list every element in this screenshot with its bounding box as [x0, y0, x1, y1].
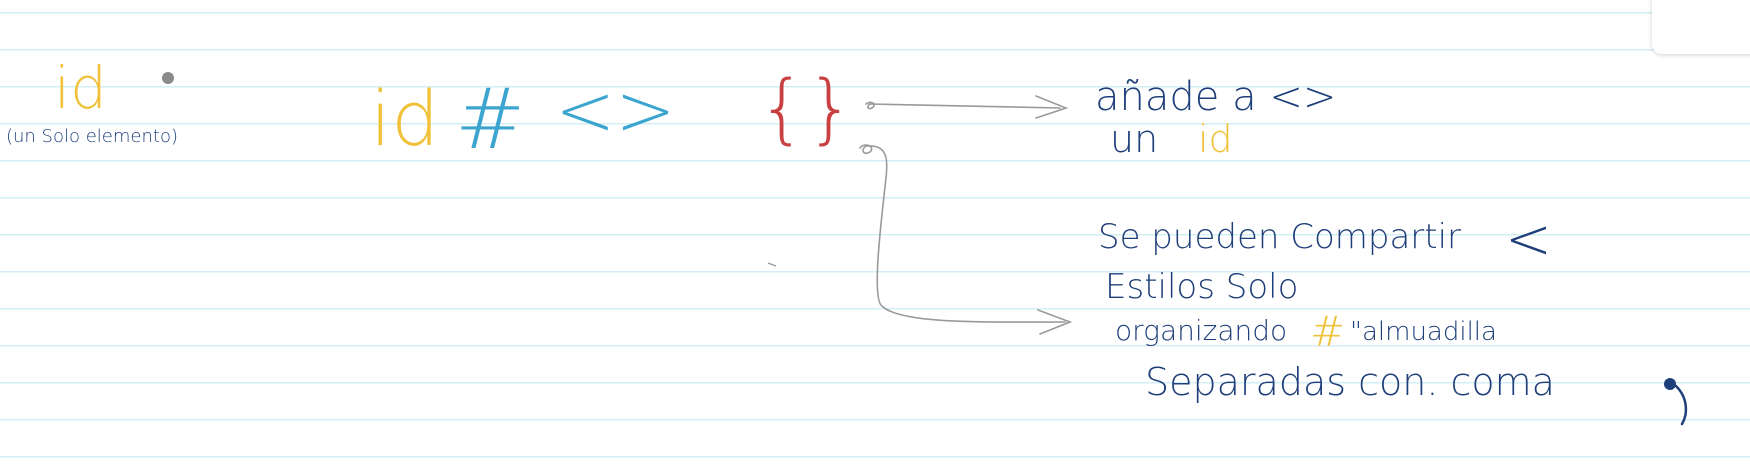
- share-line-2: Estilos Solo: [1105, 267, 1298, 307]
- share-line-4: Separadas con. coma: [1145, 360, 1555, 404]
- share-line-3-prefix: organizando: [1115, 314, 1287, 347]
- id-heading: id: [54, 54, 107, 122]
- bullet-dot: [162, 72, 174, 84]
- adds-line-2-prefix: un: [1110, 117, 1158, 161]
- braces-symbol: {}: [758, 63, 855, 152]
- arrow-curved-2: [859, 144, 1073, 335]
- semicolon-mark: [1664, 378, 1688, 426]
- id-symbol: id: [370, 74, 439, 163]
- hash-symbol: #: [455, 70, 525, 168]
- share-line-3-suffix: "almuadilla: [1350, 317, 1497, 347]
- stray-mark: [767, 262, 777, 267]
- share-line-3-hash: #: [1310, 307, 1345, 356]
- floating-panel[interactable]: [1652, 0, 1750, 54]
- share-line-1: Se pueden Compartir: [1098, 217, 1461, 257]
- share-less-than-symbol: <: [1505, 207, 1552, 272]
- angle-brackets-symbol: <>: [555, 68, 676, 152]
- adds-line-2-id: id: [1198, 117, 1233, 161]
- single-element-note: (un Solo elemento): [6, 126, 178, 147]
- arrow-right-1: [865, 95, 1069, 119]
- adds-line-1: añade a <>: [1095, 74, 1336, 120]
